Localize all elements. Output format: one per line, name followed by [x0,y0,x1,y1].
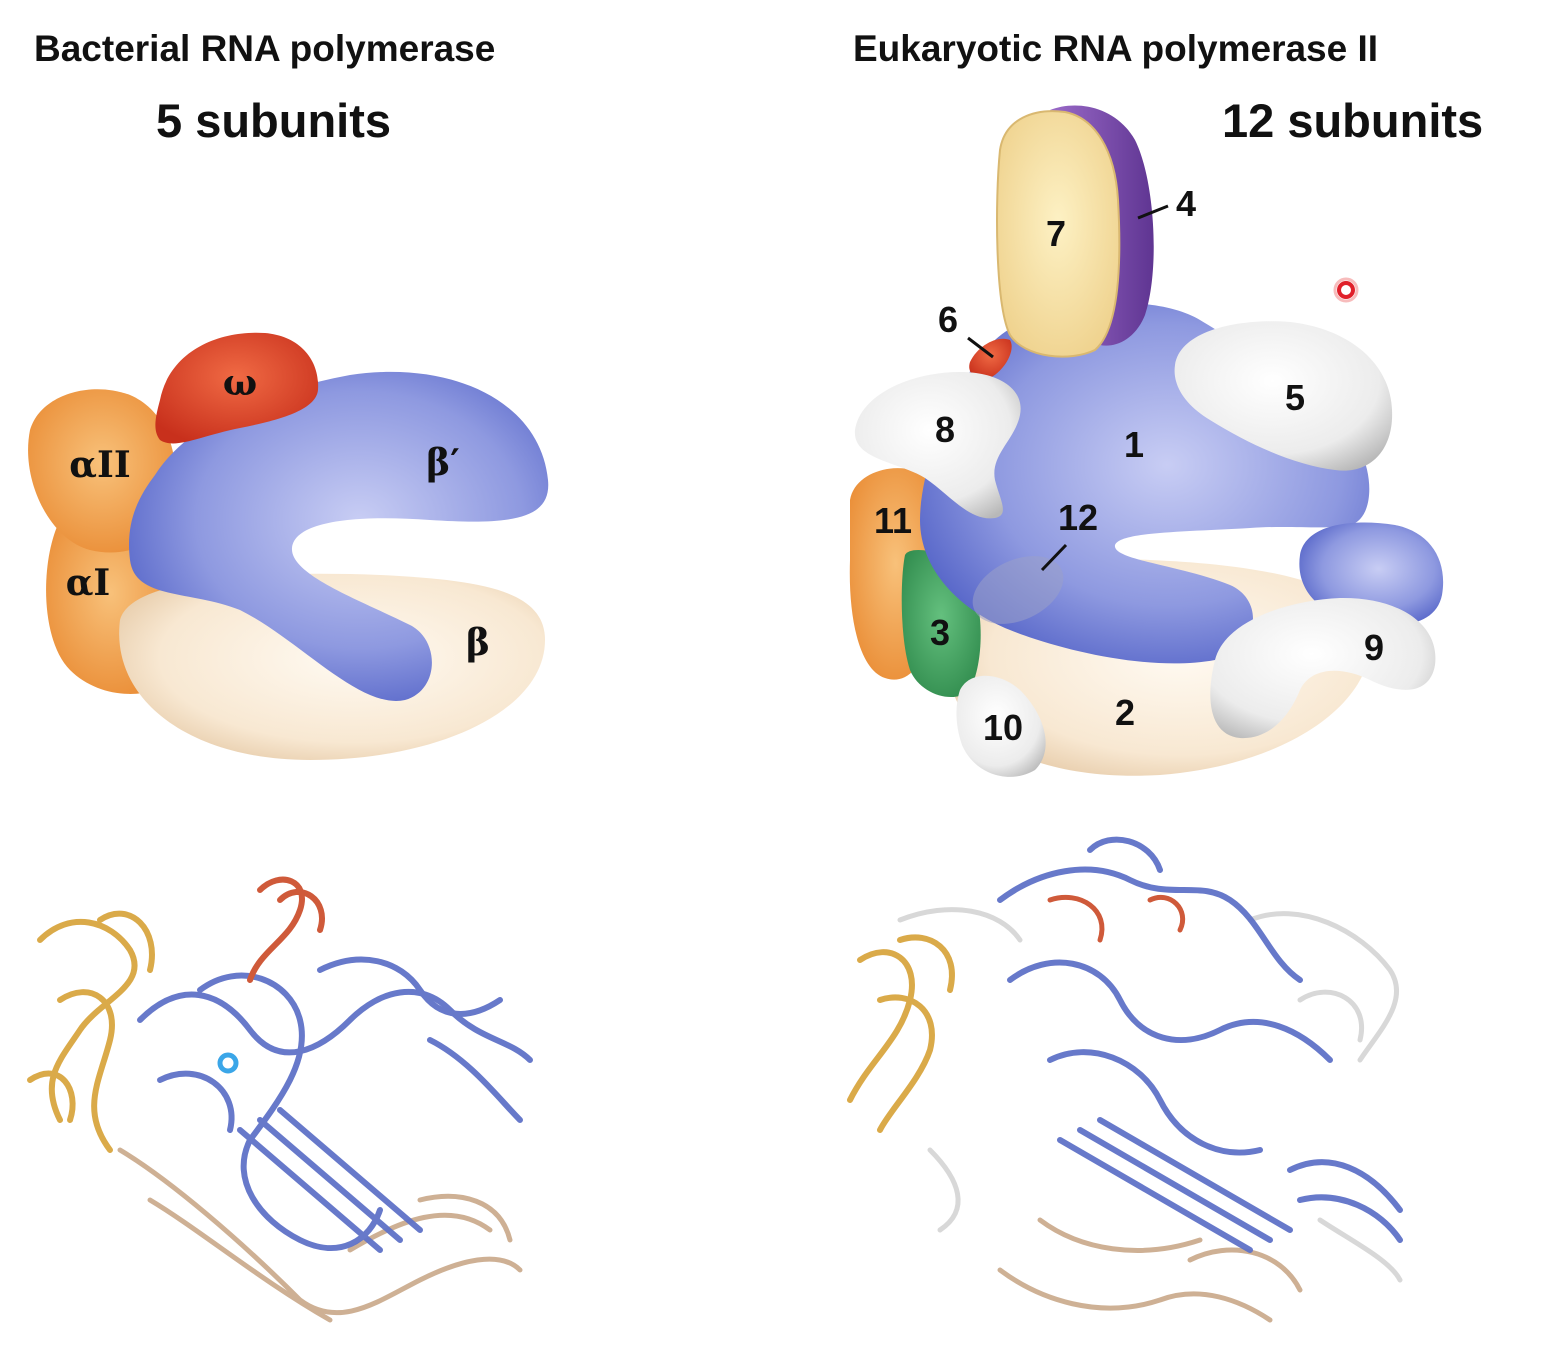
pointer-dot [1337,281,1355,299]
label-3: 3 [930,612,950,653]
label-9: 9 [1364,627,1384,668]
subunit-10-shape [956,675,1046,777]
label-beta: β [466,622,490,664]
subunit-9-shape [1210,597,1436,739]
leader-line-12 [1040,543,1068,572]
bacterial-schematic: ω αII αI β′ β [28,332,549,760]
bacterial-subunit-count: 5 subunits [156,94,392,147]
subunit-12-shape [972,556,1064,624]
label-12: 12 [1058,497,1098,538]
leader-line-4 [1137,204,1169,220]
subunit-6-shape [969,338,1012,380]
label-alpha1: αI [66,562,111,604]
subunit-8-shape [854,372,1021,519]
pointer-halo [1333,277,1359,303]
bacterial-ribbon-structure [27,876,533,1323]
subunit-omega-shape [155,332,319,444]
label-10: 10 [983,707,1023,748]
label-7: 7 [1046,213,1066,254]
label-1: 1 [1124,424,1144,465]
label-2: 2 [1115,692,1135,733]
highlight-circle [217,1052,239,1074]
label-omega: ω [223,362,257,404]
leader-line-6 [967,336,994,359]
label-5: 5 [1285,377,1305,418]
bacterial-title: Bacterial RNA polymerase [34,28,496,69]
label-6: 6 [938,299,958,340]
label-4: 4 [1176,183,1196,224]
label-alpha2: αII [69,444,130,486]
eukaryotic-title: Eukaryotic RNA polymerase II [853,28,1379,69]
label-11: 11 [874,500,912,541]
subunit-5-shape [1174,321,1393,471]
label-beta-prime: β′ [426,442,459,484]
subunit-beta-prime-shape [129,371,549,701]
subunit-7-shape [996,110,1121,358]
eukaryotic-subunit-count: 12 subunits [1222,94,1484,147]
label-8: 8 [935,409,955,450]
eukaryotic-schematic: 7 4 6 5 8 1 11 12 3 9 2 10 [849,105,1444,777]
eukaryotic-ribbon-structure [847,836,1403,1323]
